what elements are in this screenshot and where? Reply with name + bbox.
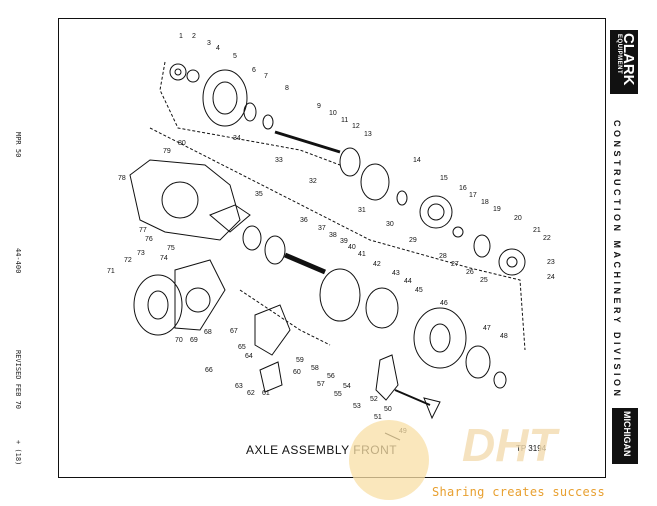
part-callout-68: 68 (204, 329, 212, 336)
watermark-logo: DHT (462, 419, 557, 471)
drawing-frame (58, 18, 606, 478)
part-callout-2: 2 (192, 33, 196, 40)
part-callout-5: 5 (233, 53, 237, 60)
part-callout-40: 40 (348, 244, 356, 251)
watermark-circle (349, 420, 429, 500)
part-callout-80: 80 (178, 140, 186, 147)
part-callout-53: 53 (353, 403, 361, 410)
part-callout-24: 24 (547, 274, 555, 281)
part-callout-20: 20 (514, 215, 522, 222)
clark-logo: CLARK EQUIPMENT (610, 30, 638, 94)
part-callout-35: 35 (255, 191, 263, 198)
part-callout-44: 44 (404, 278, 412, 285)
part-callout-9: 9 (317, 103, 321, 110)
part-callout-39: 39 (340, 238, 348, 245)
figure-number: TP 3194 (516, 444, 547, 453)
part-callout-31: 31 (358, 207, 366, 214)
part-callout-16: 16 (459, 185, 467, 192)
part-callout-77: 77 (139, 227, 147, 234)
part-callout-7: 7 (264, 73, 268, 80)
part-callout-42: 42 (373, 261, 381, 268)
part-callout-3: 3 (207, 40, 211, 47)
clark-logo-sub: EQUIPMENT (616, 34, 622, 75)
clark-logo-name: CLARK (620, 33, 637, 86)
part-callout-62: 62 (247, 390, 255, 397)
part-callout-43: 43 (392, 270, 400, 277)
part-callout-26: 26 (466, 269, 474, 276)
part-callout-71: 71 (107, 268, 115, 275)
part-callout-76: 76 (145, 236, 153, 243)
part-callout-10: 10 (329, 110, 337, 117)
part-callout-28: 28 (439, 253, 447, 260)
part-callout-54: 54 (343, 383, 351, 390)
part-callout-59: 59 (296, 357, 304, 364)
part-callout-17: 17 (469, 192, 477, 199)
page-number: + (18) (14, 440, 22, 466)
part-callout-75: 75 (167, 245, 175, 252)
part-callout-37: 37 (318, 225, 326, 232)
part-callout-33: 33 (275, 157, 283, 164)
part-callout-27: 27 (451, 261, 459, 268)
part-callout-69: 69 (190, 337, 198, 344)
part-callout-58: 58 (311, 365, 319, 372)
part-callout-11: 11 (341, 117, 348, 124)
part-callout-56: 56 (327, 373, 335, 380)
part-callout-50: 50 (384, 406, 392, 413)
part-callout-52: 52 (370, 396, 378, 403)
part-callout-30: 30 (386, 221, 394, 228)
division-name: CONSTRUCTION MACHINERY DIVISION (612, 120, 622, 400)
part-callout-79: 79 (163, 148, 171, 155)
part-callout-51: 51 (374, 414, 382, 421)
part-callout-12: 12 (352, 123, 360, 130)
michigan-badge: MICHIGAN (612, 408, 638, 464)
part-callout-61: 61 (262, 390, 270, 397)
part-callout-60: 60 (293, 369, 301, 376)
part-callout-55: 55 (334, 391, 342, 398)
part-callout-38: 38 (329, 232, 337, 239)
part-callout-67: 67 (230, 328, 238, 335)
section-code: 44-400 (14, 248, 22, 274)
part-callout-70: 70 (175, 337, 183, 344)
part-callout-48: 48 (500, 333, 508, 340)
part-callout-6: 6 (252, 67, 256, 74)
michigan-badge-text: MICHIGAN (622, 411, 632, 457)
part-callout-66: 66 (205, 367, 213, 374)
part-callout-72: 72 (124, 257, 132, 264)
part-callout-1: 1 (179, 33, 183, 40)
part-callout-65: 65 (238, 344, 246, 351)
part-callout-78: 78 (118, 175, 126, 182)
part-callout-45: 45 (415, 287, 423, 294)
part-callout-22: 22 (543, 235, 551, 242)
part-callout-4: 4 (216, 45, 220, 52)
part-callout-25: 25 (480, 277, 488, 284)
part-callout-15: 15 (440, 175, 448, 182)
part-callout-23: 23 (547, 259, 555, 266)
part-callout-32: 32 (309, 178, 317, 185)
part-callout-64: 64 (245, 353, 253, 360)
part-callout-19: 19 (493, 206, 501, 213)
manual-number: MPR 50 (14, 132, 22, 158)
part-callout-8: 8 (285, 85, 289, 92)
revision-note: REVISED FEB 70 (14, 350, 22, 410)
part-callout-29: 29 (409, 237, 417, 244)
part-callout-34: 34 (233, 135, 241, 142)
watermark-slogan: Sharing creates success (432, 485, 606, 499)
part-callout-14: 14 (413, 157, 421, 164)
part-callout-13: 13 (364, 131, 372, 138)
part-callout-46: 46 (440, 300, 448, 307)
part-callout-41: 41 (358, 251, 366, 258)
part-callout-47: 47 (483, 325, 491, 332)
part-callout-21: 21 (533, 227, 541, 234)
part-callout-63: 63 (235, 383, 243, 390)
part-callout-57: 57 (317, 381, 325, 388)
part-callout-73: 73 (137, 250, 145, 257)
part-callout-36: 36 (300, 217, 308, 224)
part-callout-18: 18 (481, 199, 489, 206)
part-callout-74: 74 (160, 255, 168, 262)
